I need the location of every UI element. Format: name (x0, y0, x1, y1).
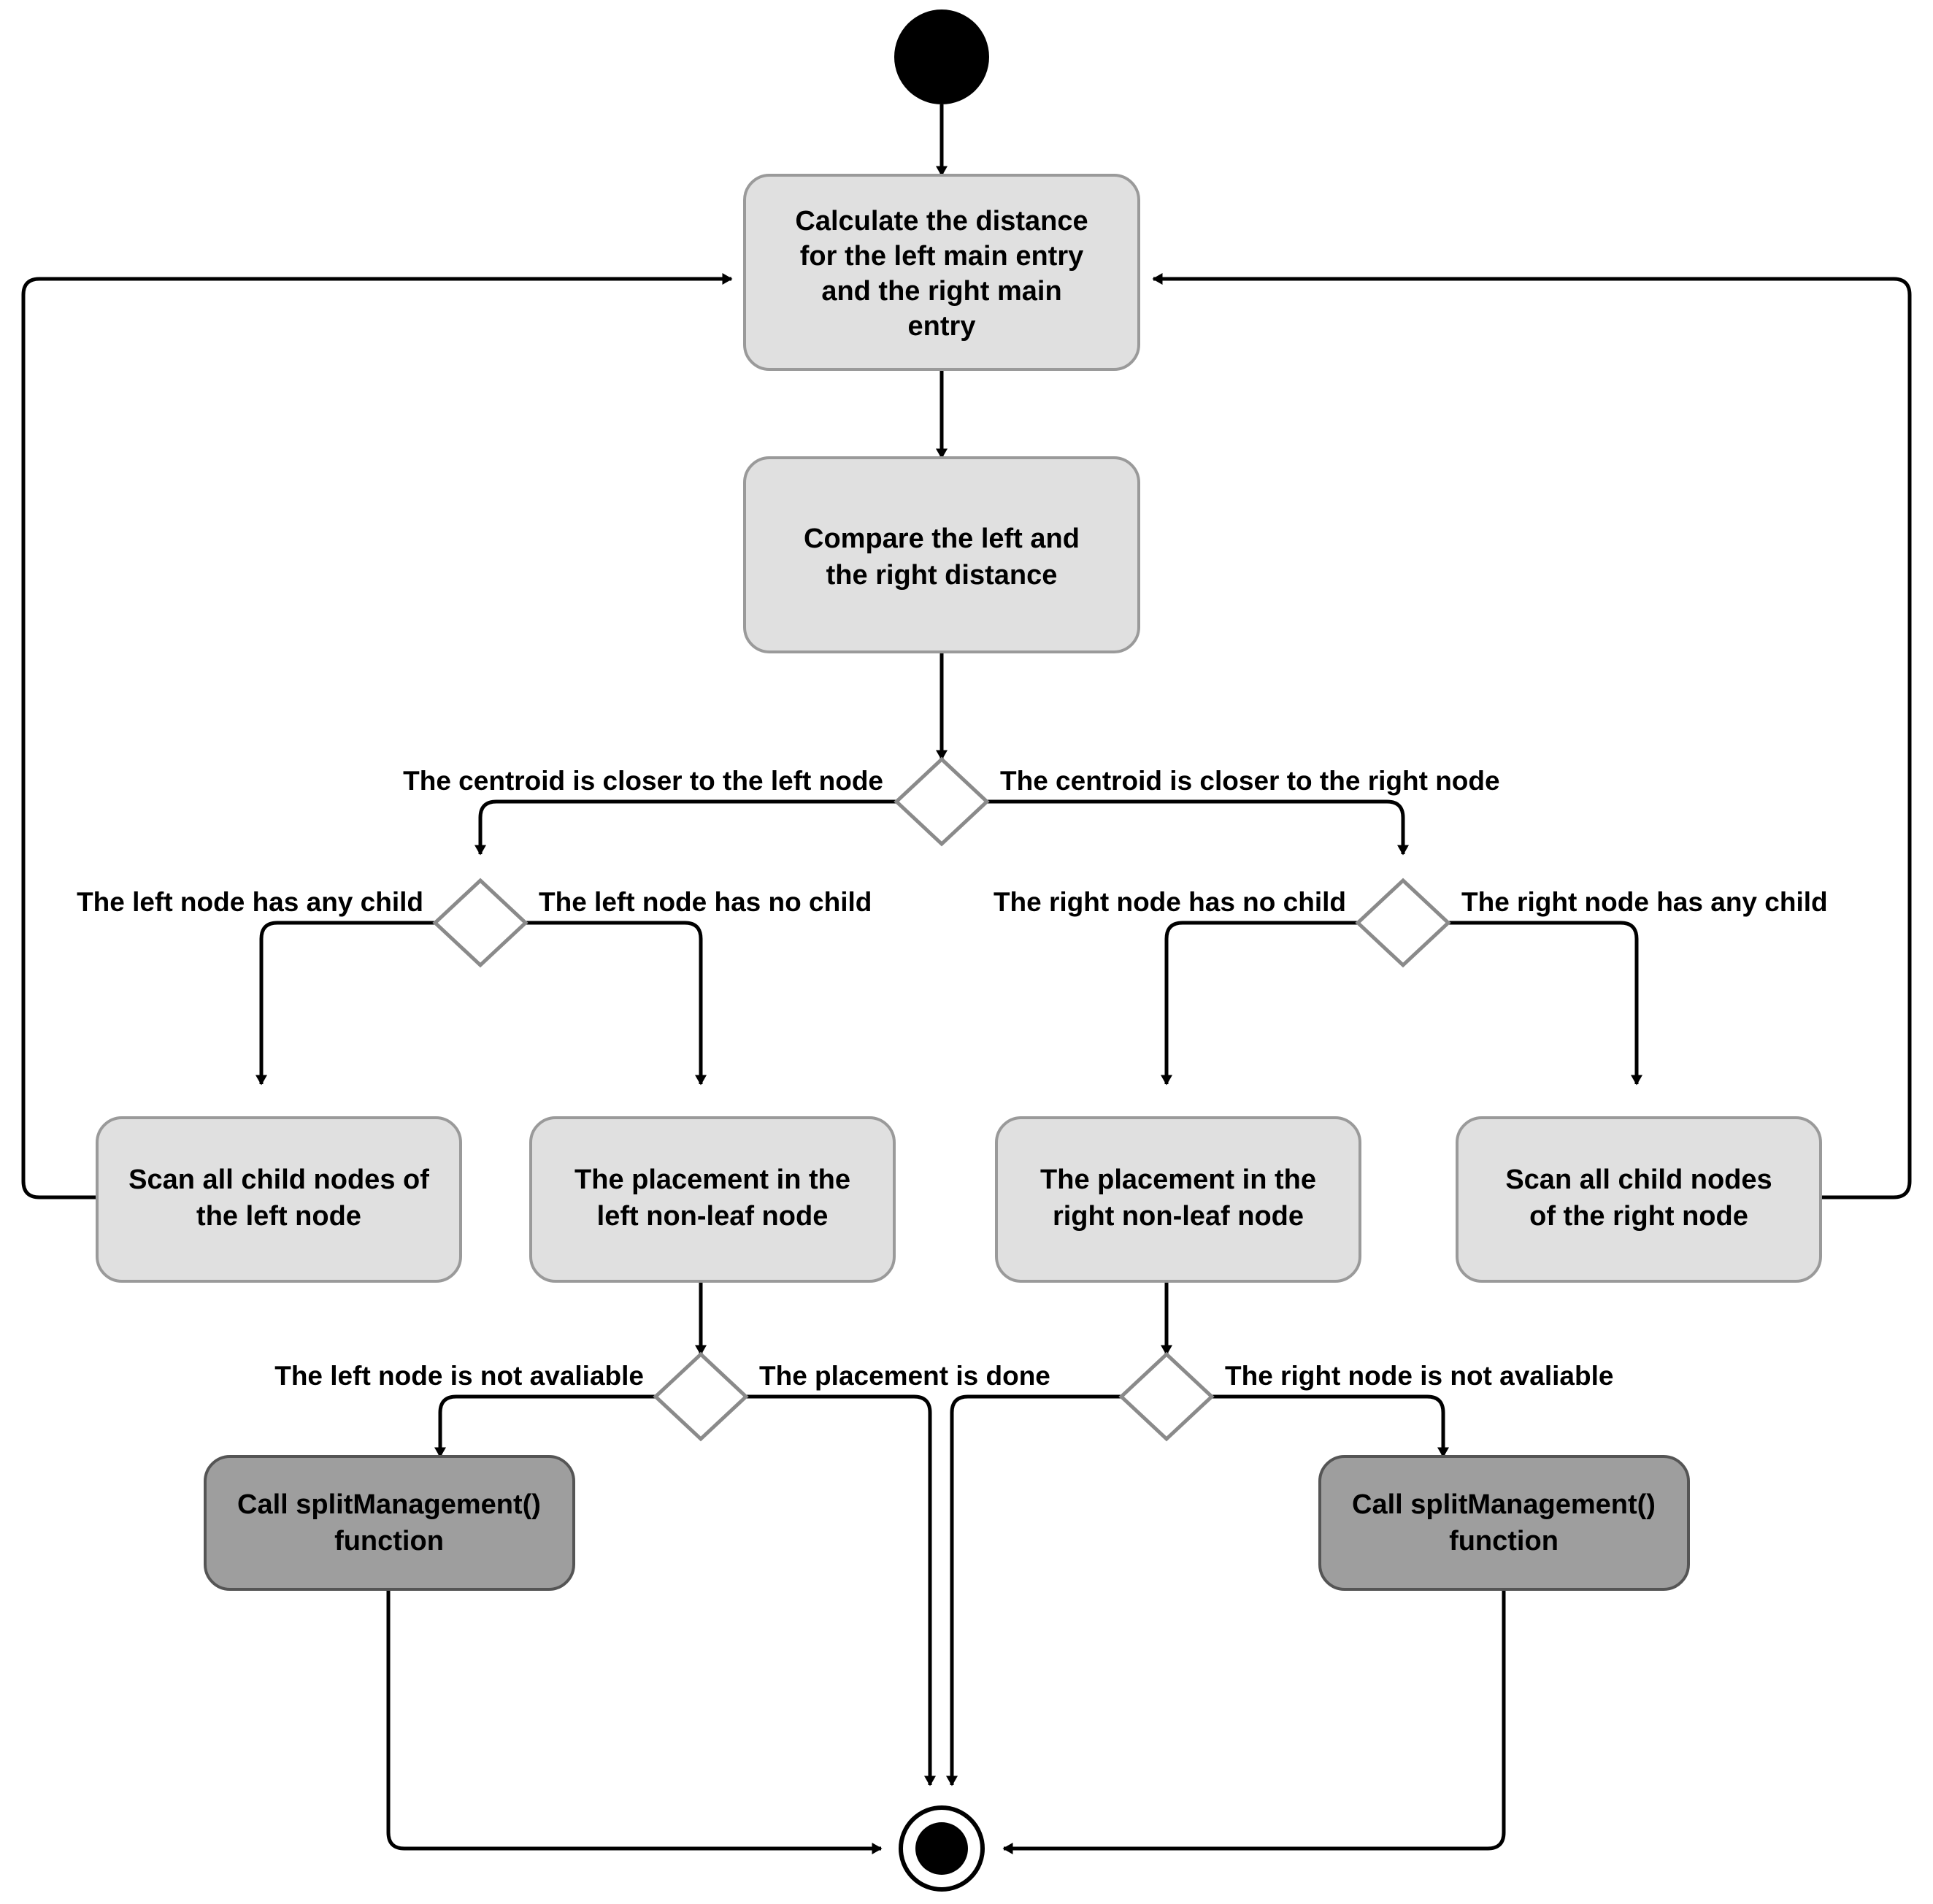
edge-centroid-right (987, 799, 1409, 856)
call-split-management-right-line2: function (1449, 1526, 1559, 1556)
activity-place-left-nonleaf-line2: left non-leaf node (597, 1201, 829, 1232)
edge-label-centroid-left: The centroid is closer to the left node (403, 766, 883, 796)
activity-compare-distance-line1: Compare the left and (804, 523, 1080, 554)
activity-calculate-distance-line4: entry (908, 311, 976, 342)
edge-right-not-available (1212, 1394, 1449, 1458)
activity-calculate-distance-line2: for the left main entry (800, 241, 1084, 272)
edge-label-centroid-right: The centroid is closer to the right node (1000, 766, 1500, 796)
edge-label-placement-done: The placement is done (759, 1361, 1050, 1391)
edge-loopback-right (1152, 273, 1912, 1199)
activity-place-left-nonleaf[interactable]: The placement in the left non-leaf node (529, 1116, 896, 1283)
edge-call-left-to-end (386, 1589, 883, 1854)
activity-place-right-nonleaf-line2: right non-leaf node (1053, 1201, 1304, 1232)
edge-label-right-not-available: The right node is not avaliable (1225, 1361, 1613, 1391)
edge-right-has-no-child (1161, 921, 1358, 1086)
decision-left-available[interactable] (653, 1351, 749, 1442)
activity-calculate-distance[interactable]: Calculate the distance for the left main… (743, 174, 1140, 371)
activity-place-right-nonleaf[interactable]: The placement in the right non-leaf node (995, 1116, 1361, 1283)
edge-label-right-has-any-child: The right node has any child (1461, 887, 1828, 917)
edge-layer (21, 104, 1912, 1854)
edge-label-left-has-no-child: The left node has no child (539, 887, 872, 917)
decision-right-available[interactable] (1118, 1351, 1215, 1442)
call-split-management-left-line1: Call splitManagement() (237, 1489, 541, 1520)
activity-place-left-nonleaf-line1: The placement in the (574, 1164, 850, 1195)
edge-loopback-left (21, 273, 733, 1199)
call-split-management-left-line2: function (334, 1526, 444, 1556)
activity-scan-right-children-line2: of the right node (1529, 1201, 1748, 1232)
edge-label-left-has-any-child: The left node has any child (77, 887, 423, 917)
activity-scan-left-children-line1: Scan all child nodes of (128, 1164, 429, 1195)
activity-calculate-distance-line3: and the right main (821, 276, 1061, 307)
decision-centroid[interactable] (894, 756, 990, 847)
edge-label-left-not-available: The left node is not avaliable (274, 1361, 644, 1391)
edge-label-right-has-no-child: The right node has no child (994, 887, 1346, 917)
activity-scan-left-children-line2: the left node (196, 1201, 361, 1232)
end-node (899, 1805, 985, 1892)
call-split-management-right[interactable]: Call splitManagement() function (1318, 1455, 1690, 1591)
edge-right-placement-done (946, 1394, 1121, 1786)
call-split-management-right-line1: Call splitManagement() (1352, 1489, 1656, 1520)
decision-right-child[interactable] (1355, 878, 1451, 968)
start-node (894, 9, 989, 104)
activity-compare-distance-line2: the right distance (826, 560, 1058, 591)
decision-left-child[interactable] (432, 878, 529, 968)
activity-scan-right-children-line1: Scan all child nodes (1505, 1164, 1772, 1195)
edge-left-placement-done (746, 1394, 936, 1786)
edge-centroid-left (474, 799, 896, 856)
edge-call-right-to-end (1002, 1589, 1506, 1854)
edge-left-not-available (434, 1394, 656, 1458)
call-split-management-left[interactable]: Call splitManagement() function (204, 1455, 575, 1591)
activity-calculate-distance-line1: Calculate the distance (795, 206, 1088, 237)
activity-place-right-nonleaf-line1: The placement in the (1040, 1164, 1316, 1195)
edge-right-has-any-child (1448, 921, 1642, 1086)
activity-scan-right-children[interactable]: Scan all child nodes of the right node (1456, 1116, 1822, 1283)
edge-left-has-any-child (255, 921, 435, 1086)
activity-scan-left-children[interactable]: Scan all child nodes of the left node (96, 1116, 462, 1283)
edge-left-has-no-child (526, 921, 707, 1086)
activity-compare-distance[interactable]: Compare the left and the right distance (743, 456, 1140, 653)
